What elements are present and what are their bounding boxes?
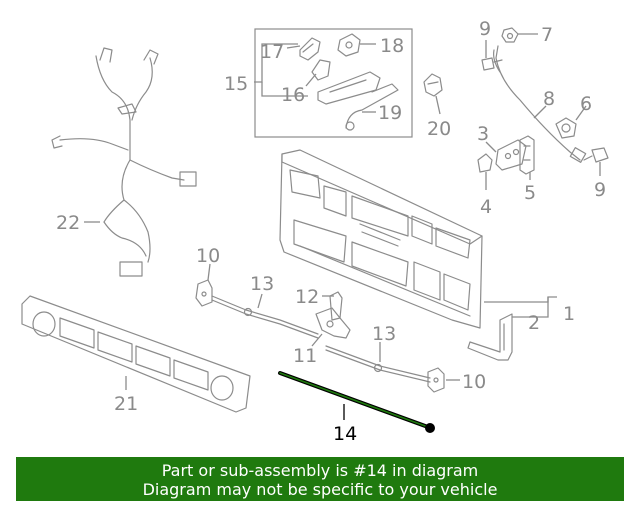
part-12-bracket[interactable] xyxy=(329,291,343,321)
part-10-latch-left[interactable] xyxy=(195,279,213,307)
part-18-bracket[interactable] xyxy=(337,33,361,57)
callout-6: 6 xyxy=(580,93,592,115)
part-2-hinge[interactable] xyxy=(467,313,513,361)
part-11-release[interactable] xyxy=(315,307,351,339)
callout-5: 5 xyxy=(524,182,536,204)
part-7-nut[interactable] xyxy=(501,27,519,43)
callout-9-lower: 9 xyxy=(594,179,606,201)
part-10-latch-right[interactable] xyxy=(427,367,445,393)
callout-21: 21 xyxy=(114,393,138,415)
part-17-handle-insert[interactable] xyxy=(299,37,321,61)
callout-9-upper: 9 xyxy=(479,18,491,40)
callout-11: 11 xyxy=(293,345,317,367)
callout-20: 20 xyxy=(427,118,451,140)
part-16-switch[interactable] xyxy=(311,59,331,81)
part-13-rod-right[interactable] xyxy=(325,345,431,383)
callout-13-left: 13 xyxy=(250,273,274,295)
banner-line-2: Diagram may not be specific to your vehi… xyxy=(142,480,498,499)
part-9-bolt-lower[interactable] xyxy=(583,147,609,163)
part-6-pivot[interactable] xyxy=(555,117,577,139)
part-4-bumper[interactable] xyxy=(477,153,493,173)
part-13-rod-left[interactable] xyxy=(211,295,319,339)
part-20-bumper[interactable] xyxy=(423,73,443,97)
callout-18: 18 xyxy=(380,35,404,57)
part-1-tailgate[interactable] xyxy=(279,149,483,329)
part-3-striker[interactable] xyxy=(495,139,527,171)
callout-3: 3 xyxy=(477,123,489,145)
banner-line-1: Part or sub-assembly is #14 in diagram xyxy=(161,461,479,480)
part-5-bracket[interactable] xyxy=(519,135,535,175)
part-14-torsion-rod[interactable] xyxy=(278,371,435,433)
callout-22: 22 xyxy=(56,212,80,234)
part-19-handle[interactable] xyxy=(317,71,399,131)
inset-box xyxy=(254,28,413,138)
callout-8: 8 xyxy=(543,88,555,110)
callout-19: 19 xyxy=(378,102,402,124)
callout-12: 12 xyxy=(295,286,319,308)
part-8-support-cable[interactable] xyxy=(493,45,587,163)
callout-7: 7 xyxy=(541,24,553,46)
callout-14: 14 xyxy=(333,423,357,445)
info-banner: Part or sub-assembly is #14 in diagram D… xyxy=(16,457,624,501)
callout-4: 4 xyxy=(480,196,492,218)
callout-16: 16 xyxy=(281,84,305,106)
leader-lines xyxy=(84,33,601,420)
callout-15: 15 xyxy=(224,73,248,95)
callout-13-right: 13 xyxy=(372,323,396,345)
part-22-wiring-harness[interactable] xyxy=(51,47,197,277)
callout-labels: 1 2 3 4 5 6 7 8 9 9 10 10 11 12 13 13 14… xyxy=(56,18,606,445)
callout-2: 2 xyxy=(528,312,540,334)
callout-1: 1 xyxy=(563,303,575,325)
callout-10-left: 10 xyxy=(196,245,220,267)
callout-17: 17 xyxy=(260,41,284,63)
callout-10-right: 10 xyxy=(462,371,486,393)
part-21-trim-panel[interactable] xyxy=(21,295,251,413)
